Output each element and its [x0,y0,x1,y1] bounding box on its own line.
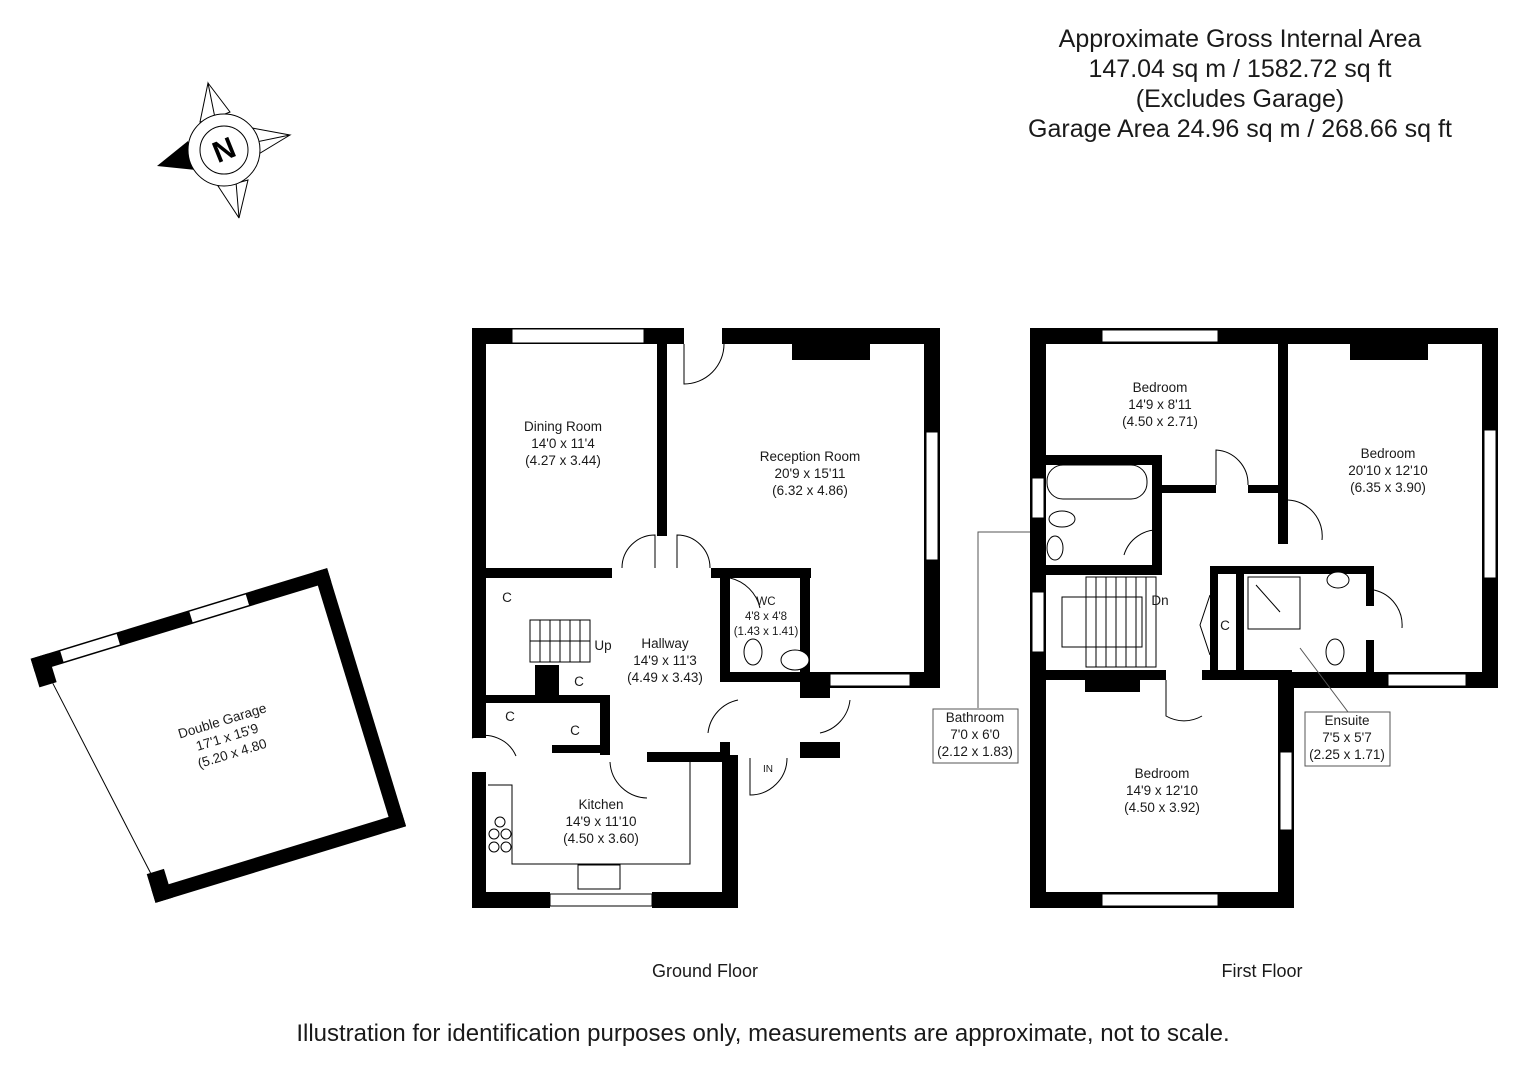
bedroom-small-name: Bedroom [1133,380,1188,395]
garage-plan: Double Garage 17'1 x 15'9 (5.20 x 4.80 [30,568,407,903]
bedroom-master-imperial: 20'10 x 12'10 [1348,463,1427,478]
ensuite-name: Ensuite [1324,713,1369,728]
cupboard-label: C [570,723,580,738]
cupboard-label: C [574,674,584,689]
bedroom-master-metric: (6.35 x 3.90) [1350,480,1426,495]
cupboard-label: C [1220,618,1230,633]
cupboard-label: C [502,590,512,605]
bedroom-front-imperial: 14'9 x 12'10 [1126,783,1198,798]
bathroom-metric: (2.12 x 1.83) [937,744,1013,759]
ground-floor-caption: Ground Floor [651,961,759,981]
bathroom-name: Bathroom [946,710,1005,725]
area-summary: Approximate Gross Internal Area 147.04 s… [1000,24,1480,144]
wc-metric: (1.43 x 1.41) [734,626,799,638]
disclaimer: Illustration for identification purposes… [296,1020,1230,1047]
ground-floor-plan: Dining Room 14'0 x 11'4 (4.27 x 3.44) Re… [471,328,940,908]
hallway-imperial: 14'9 x 11'3 [633,653,696,668]
bedroom-small-imperial: 14'9 x 8'11 [1128,397,1191,412]
first-floor-caption: First Floor [1221,961,1303,981]
garage-area: Garage Area 24.96 sq m / 268.66 sq ft [1028,115,1452,143]
stairs-down-label: Dn [1151,593,1168,608]
kitchen-metric: (4.50 x 3.60) [563,831,639,846]
entrance-label: IN [763,764,773,775]
wc-name: WC [756,596,775,608]
reception-room-metric: (6.32 x 4.86) [772,483,848,498]
dining-room-metric: (4.27 x 3.44) [525,453,601,468]
kitchen-imperial: 14'9 x 11'10 [566,814,637,829]
stairs-up-label: Up [594,638,611,653]
area-total: 147.04 sq m / 1582.72 sq ft [1088,55,1392,83]
bedroom-front-metric: (4.50 x 3.92) [1124,800,1200,815]
wc-imperial: 4'8 x 4'8 [745,611,787,623]
dining-room-imperial: 14'0 x 11'4 [531,436,595,451]
reception-room-imperial: 20'9 x 15'11 [775,466,846,481]
bedroom-front-name: Bedroom [1135,766,1190,781]
compass-rose-icon: N [157,81,292,219]
bedroom-small-metric: (4.50 x 2.71) [1122,414,1198,429]
first-floor-plan: Bedroom 14'9 x 8'11 (4.50 x 2.71) Bedroo… [932,328,1498,908]
bedroom-master-name: Bedroom [1361,446,1416,461]
ensuite-metric: (2.25 x 1.71) [1309,747,1385,762]
reception-room-name: Reception Room [760,449,861,464]
dining-room-name: Dining Room [524,419,602,434]
kitchen-name: Kitchen [578,797,623,812]
hallway-name: Hallway [641,636,689,651]
cupboard-label: C [505,709,515,724]
bathroom-imperial: 7'0 x 6'0 [950,727,999,742]
hallway-metric: (4.49 x 3.43) [627,670,703,685]
area-title: Approximate Gross Internal Area [1058,25,1422,53]
ensuite-imperial: 7'5 x 5'7 [1322,730,1371,745]
area-note: (Excludes Garage) [1135,85,1345,113]
